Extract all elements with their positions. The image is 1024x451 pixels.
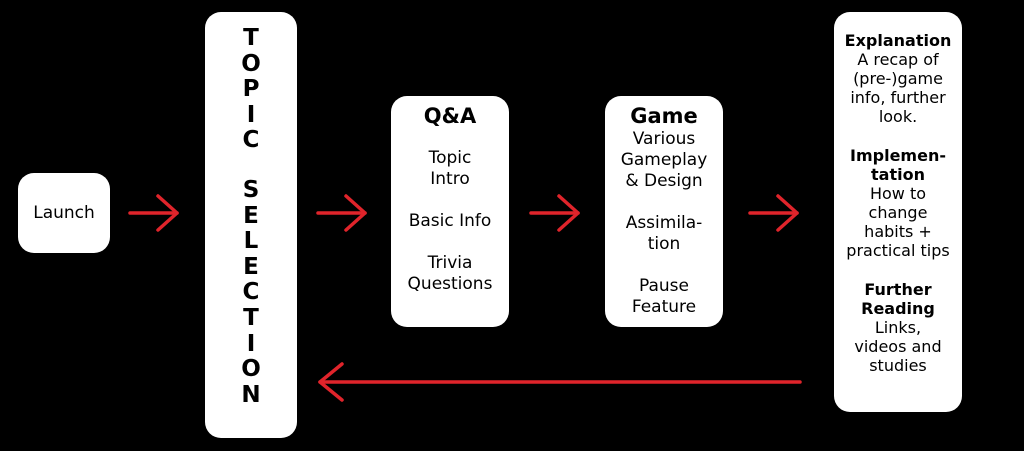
qa-box: Q&A Topic Intro Basic Info Trivia Questi… bbox=[391, 96, 509, 327]
summary-box: Explanation A recap of (pre-)game info, … bbox=[834, 12, 962, 412]
qa-item-basic-info: Basic Info bbox=[408, 211, 492, 231]
selection-word: S E L E C T I O N bbox=[241, 176, 261, 408]
game-box: Game Various Gameplay & Design Assimila-… bbox=[605, 96, 723, 327]
explanation-title: Explanation bbox=[844, 31, 952, 50]
explanation-text: A recap of (pre-)game info, further look… bbox=[850, 50, 946, 126]
launch-box: Launch bbox=[18, 173, 110, 253]
arrow-summary-back-to-topic bbox=[318, 362, 802, 402]
implementation-text: How to change habits + practical tips bbox=[846, 184, 950, 260]
further-reading-title: Further Reading bbox=[861, 280, 935, 318]
arrow-launch-to-topic bbox=[128, 194, 179, 232]
game-item-pause-feature: Pause Feature bbox=[631, 276, 697, 317]
topic-word: T O P I C bbox=[241, 25, 261, 154]
topic-selection-box: T O P I C S E L E C T I O N bbox=[205, 12, 297, 438]
qa-title: Q&A bbox=[423, 104, 477, 128]
arrow-qa-to-game bbox=[529, 194, 580, 232]
further-reading-text: Links, videos and studies bbox=[854, 318, 942, 375]
arrow-game-to-summary bbox=[748, 194, 799, 232]
game-item-assimilation: Assimila- tion bbox=[625, 213, 703, 254]
arrow-topic-to-qa bbox=[316, 194, 367, 232]
qa-item-topic-intro: Topic Intro bbox=[428, 148, 472, 189]
game-item-gameplay-design: Various Gameplay & Design bbox=[620, 129, 708, 191]
game-title: Game bbox=[630, 104, 698, 128]
qa-item-trivia-questions: Trivia Questions bbox=[407, 253, 493, 294]
launch-label: Launch bbox=[33, 202, 95, 223]
implementation-title: Implemen- tation bbox=[850, 146, 946, 184]
